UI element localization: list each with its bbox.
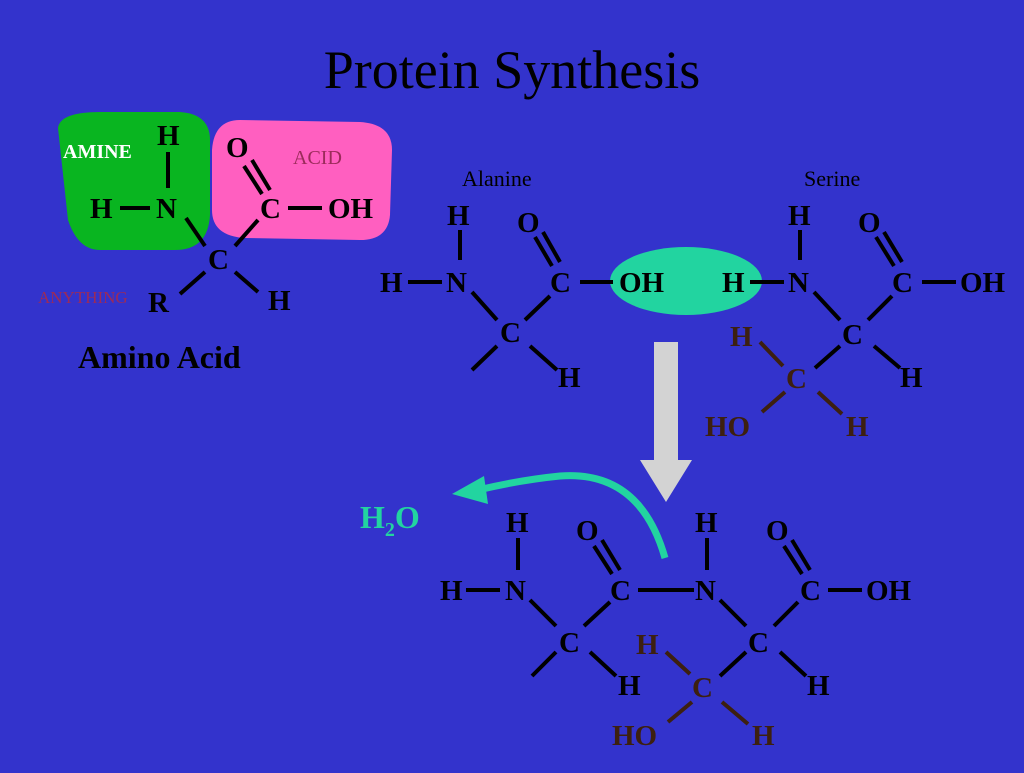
atom-h: H (440, 575, 463, 607)
atom-h: H (618, 670, 641, 702)
atom-c: C (260, 193, 281, 225)
water-molecule: H2O (360, 499, 420, 541)
reaction-arrow-icon (640, 342, 692, 502)
atom-o: O (766, 515, 789, 547)
atom-c: C (800, 575, 821, 607)
atom-h: H (268, 285, 291, 317)
water-release-arrow-icon (477, 472, 669, 559)
water-arrowhead-icon (452, 476, 488, 504)
atom-c: C (892, 267, 913, 299)
atom-c-alpha: C (748, 627, 769, 659)
atom-c-alpha: C (842, 319, 863, 351)
amine-region (58, 112, 210, 250)
acid-region (212, 120, 392, 240)
dipeptide-structure: H H N C H C O N H C H C O OH H C HO H (440, 507, 912, 752)
atom-n: N (156, 193, 177, 225)
side-atom-h: H (636, 629, 659, 661)
side-atom-ho: HO (705, 411, 750, 443)
atom-c-alpha: C (500, 317, 521, 349)
atom-c-alpha: C (559, 627, 580, 659)
atom-n: N (446, 267, 467, 299)
condensation-highlight (610, 247, 762, 315)
atom-n: N (505, 575, 526, 607)
atom-r: R (148, 287, 170, 319)
atom-o: O (226, 132, 249, 164)
atom-c: C (610, 575, 631, 607)
atom-o: O (517, 207, 540, 239)
side-atom-h: H (846, 411, 869, 443)
atom-h: H (157, 120, 180, 152)
side-atom-c: C (692, 672, 713, 704)
atom-h: H (807, 670, 830, 702)
side-atom-ho: HO (612, 720, 657, 752)
atom-oh: OH (619, 267, 665, 299)
atom-h: H (447, 200, 470, 232)
atom-h: H (506, 507, 529, 539)
atom-n: N (695, 575, 716, 607)
atom-n: N (788, 267, 809, 299)
atom-c: C (550, 267, 571, 299)
anything-label: ANYTHING (38, 288, 128, 307)
atom-oh: OH (328, 193, 374, 225)
atom-h: H (380, 267, 403, 299)
atom-h: H (558, 362, 581, 394)
side-atom-h: H (752, 720, 775, 752)
alanine-label: Alanine (462, 166, 532, 191)
atom-h: H (695, 507, 718, 539)
atom-o: O (576, 515, 599, 547)
serine-structure: Serine H H N C O OH C H H C HO H (705, 166, 1006, 443)
atom-h: H (900, 362, 923, 394)
side-atom-h: H (730, 321, 753, 353)
atom-o: O (858, 207, 881, 239)
atom-h: H (788, 200, 811, 232)
side-atom-c: C (786, 363, 807, 395)
page-title: Protein Synthesis (324, 40, 701, 100)
amino-acid-structure: AMINE ACID ANYTHING H H N C O OH C R H A… (38, 112, 392, 375)
amino-acid-caption: Amino Acid (78, 339, 241, 375)
atom-h: H (90, 193, 113, 225)
atom-oh: OH (960, 267, 1006, 299)
serine-label: Serine (804, 166, 860, 191)
atom-h: H (722, 267, 745, 299)
atom-oh: OH (866, 575, 912, 607)
amine-label: AMINE (63, 141, 132, 163)
alanine-structure: Alanine H H N C O OH C H (380, 166, 762, 394)
acid-label: ACID (293, 147, 342, 169)
atom-c-alpha: C (208, 244, 229, 276)
